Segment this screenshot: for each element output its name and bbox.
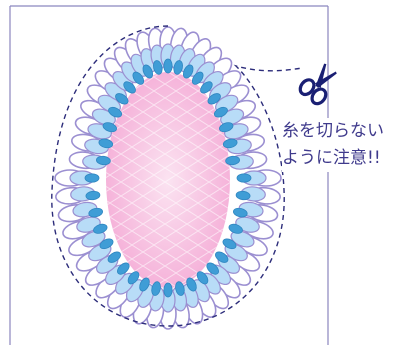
inner-bead [163,58,173,74]
inner-bead [85,190,101,201]
inner-bead [108,106,123,118]
inner-bead [182,64,194,79]
inner-bead [235,190,251,201]
inner-bead [102,122,117,133]
inner-bead [175,281,185,296]
middle-loop [230,230,255,248]
scissors-icon [298,63,337,106]
inner-bead [186,277,197,292]
inner-bead [96,155,111,166]
inner-bead [88,207,103,218]
inner-bead [222,238,237,250]
inner-bead [173,60,183,75]
inner-bead [132,71,145,85]
inner-bead [219,122,234,133]
middle-loop-ring [69,43,267,313]
inner-bead [222,138,238,149]
inner-bead [151,281,161,296]
inner-bead [115,93,129,105]
inner-bead [163,282,173,298]
caution-line-1: 糸を切らない [282,118,404,145]
caution-note: 糸を切らない ように注意!! [282,118,404,172]
inner-bead [236,173,252,183]
inner-bead [196,271,209,285]
inner-bead [84,173,100,183]
inner-bead [93,223,108,234]
inner-bead [142,64,154,79]
inner-bead [215,251,229,263]
inner-bead [200,81,213,94]
caution-line-2: ように注意!! [282,145,404,172]
fabric-frame [9,5,329,345]
inner-bead [207,93,221,105]
inner-bead [107,251,121,263]
inner-bead [228,223,243,234]
inner-bead [139,277,150,292]
inner-bead [127,271,140,285]
inner-bead [117,262,130,275]
inner-bead [99,238,114,250]
inner-bead [206,262,219,275]
inner-bead [191,71,204,85]
inner-bead [225,155,240,166]
inner-bead-ring [84,58,252,298]
egg-center-pattern [106,72,230,288]
middle-loop [81,230,106,248]
inner-bead [153,60,163,75]
inner-bead [123,81,136,94]
inner-bead [98,138,114,149]
cut-line [51,25,303,327]
inner-bead [213,106,228,118]
inner-bead [233,207,248,218]
